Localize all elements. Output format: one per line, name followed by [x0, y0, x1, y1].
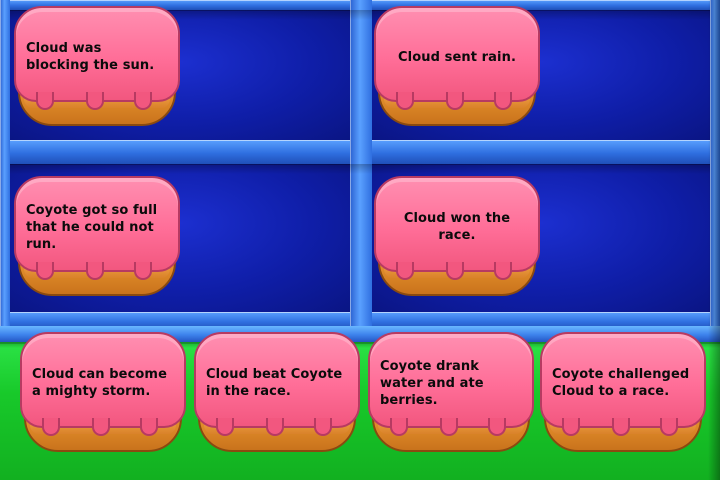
icing-drip — [36, 92, 54, 110]
icing-drip — [612, 418, 630, 436]
icing-drip — [314, 418, 332, 436]
answer-card-text: Coyote challenged Cloud to a race. — [552, 367, 690, 399]
icing-drip — [86, 262, 104, 280]
story-card-3[interactable]: Coyote got so full that he could not run… — [14, 176, 180, 300]
story-card-text: Cloud sent rain. — [398, 49, 516, 65]
icing-drip — [660, 418, 678, 436]
cake-icing — [194, 332, 360, 436]
cake-icing — [14, 176, 180, 280]
icing-drip — [488, 418, 506, 436]
cake-icing — [20, 332, 186, 436]
answer-card-1[interactable]: Cloud can become a mighty storm. — [20, 332, 186, 456]
icing-drip — [446, 262, 464, 280]
story-card-4[interactable]: Cloud won the race. — [374, 176, 540, 300]
story-card-1[interactable]: Cloud was blocking the sun. — [14, 6, 180, 130]
cake-icing — [368, 332, 534, 436]
icing-drip — [396, 92, 414, 110]
icing-drip — [494, 92, 512, 110]
right-edge-shadow — [708, 0, 720, 480]
icing-drip — [42, 418, 60, 436]
icing-drip — [134, 92, 152, 110]
shelf-frame-center — [350, 0, 372, 330]
icing-drip — [494, 262, 512, 280]
answer-card-text: Cloud can become a mighty storm. — [32, 367, 167, 399]
cake-icing — [374, 176, 540, 280]
icing-drip — [562, 418, 580, 436]
icing-drip — [396, 262, 414, 280]
answer-card-text: Coyote drank water and ate berries. — [380, 358, 484, 408]
shelf-frame-right — [710, 0, 720, 330]
story-card-text: Cloud was blocking the sun. — [26, 41, 155, 73]
story-card-2[interactable]: Cloud sent rain. — [374, 6, 540, 130]
icing-drip — [92, 418, 110, 436]
answer-card-text: Cloud beat Coyote in the race. — [206, 367, 343, 399]
shelf-frame-left — [0, 0, 10, 330]
icing-drip — [36, 262, 54, 280]
shelf-shadow-top — [10, 10, 710, 20]
icing-drip — [390, 418, 408, 436]
answer-card-2[interactable]: Cloud beat Coyote in the race. — [194, 332, 360, 456]
icing-drip — [86, 92, 104, 110]
icing-drip — [140, 418, 158, 436]
icing-drip — [266, 418, 284, 436]
answer-tray-lip-shadow — [0, 342, 720, 348]
cake-icing — [540, 332, 706, 436]
answer-card-4[interactable]: Coyote challenged Cloud to a race. — [540, 332, 706, 456]
icing-drip — [216, 418, 234, 436]
cake-icing — [14, 6, 180, 110]
icing-drip — [446, 92, 464, 110]
icing-drip — [440, 418, 458, 436]
story-card-text: Cloud won the race. — [403, 211, 511, 243]
icing-drip — [134, 262, 152, 280]
shelf-shadow-middle — [10, 164, 710, 174]
answer-card-3[interactable]: Coyote drank water and ate berries. — [368, 332, 534, 456]
cake-icing — [374, 6, 540, 110]
answer-tray-lip — [0, 326, 720, 342]
story-card-text: Coyote got so full that he could not run… — [26, 202, 158, 252]
